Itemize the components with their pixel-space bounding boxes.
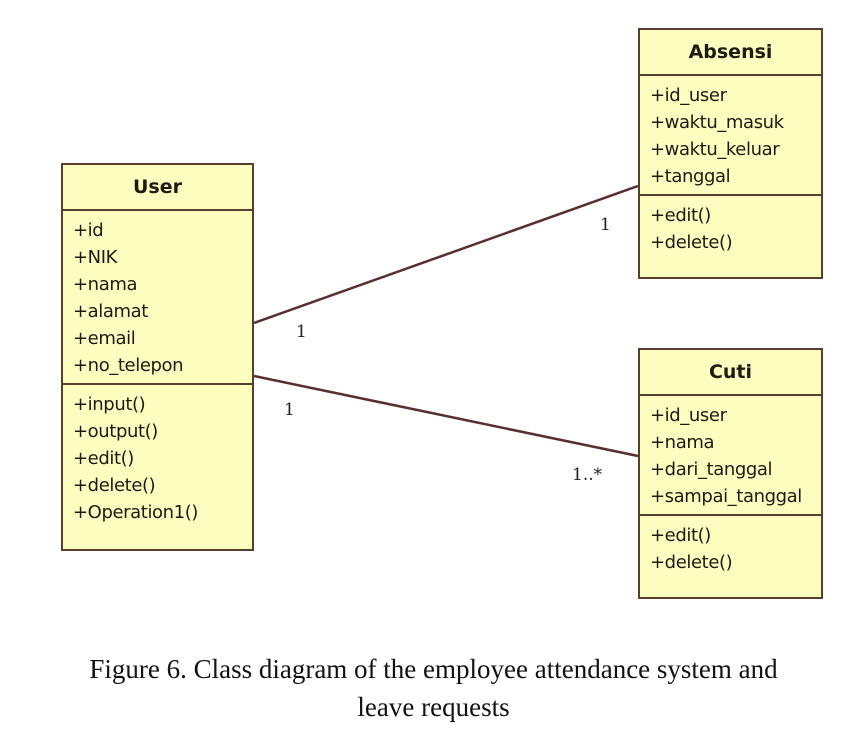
operation: +edit() <box>73 448 134 469</box>
operations-section: +input() +output() +edit() +delete() +Operat… <box>63 385 252 530</box>
operation: +delete() <box>650 232 733 253</box>
attribute: +no_telepon <box>73 355 184 376</box>
attribute: +dari_tanggal <box>650 459 773 480</box>
attribute: +alamat <box>73 301 148 322</box>
class-cuti[interactable]: Cuti +id_user +nama +dari_tanggal +sampai_t… <box>638 348 823 599</box>
caption-line-1: Figure 6. Class diagram of the employee … <box>89 654 778 684</box>
class-absensi[interactable]: Absensi +id_user +waktu_masuk +waktu_kelua… <box>638 28 823 279</box>
operation: +Operation1() <box>73 502 198 523</box>
operation: +edit() <box>650 525 711 546</box>
operation: +delete() <box>73 475 156 496</box>
multiplicity-user-absensi-from: 1 <box>296 322 307 342</box>
attributes-section: +id_user +nama +dari_tanggal +sampai_tangga… <box>640 396 821 516</box>
class-name: Cuti <box>640 350 821 396</box>
attribute: +id_user <box>650 405 727 426</box>
attribute: +id_user <box>650 85 727 106</box>
attribute: +waktu_keluar <box>650 139 780 160</box>
class-user[interactable]: User +id +NIK +nama +alamat +email +no_telepo… <box>61 163 254 551</box>
operation: +edit() <box>650 205 711 226</box>
attribute: +nama <box>650 432 715 453</box>
operations-section: +edit() +delete() <box>640 516 821 580</box>
attributes-section: +id +NIK +nama +alamat +email +no_telepon <box>63 211 252 385</box>
operation: +output() <box>73 421 158 442</box>
attribute: +sampai_tanggal <box>650 486 802 507</box>
attribute: +waktu_masuk <box>650 112 784 133</box>
attribute: +id <box>73 220 104 241</box>
attribute: +NIK <box>73 247 118 268</box>
attribute: +tanggal <box>650 166 731 187</box>
association-user-absensi <box>253 184 639 325</box>
operations-section: +edit() +delete() <box>640 196 821 260</box>
attributes-section: +id_user +waktu_masuk +waktu_keluar +tangga… <box>640 76 821 196</box>
operation: +input() <box>73 394 146 415</box>
attribute: +email <box>73 328 136 349</box>
operation: +delete() <box>650 552 733 573</box>
class-name: Absensi <box>640 30 821 76</box>
multiplicity-user-cuti-from: 1 <box>284 400 295 420</box>
figure-caption: Figure 6. Class diagram of the employee … <box>0 650 867 726</box>
multiplicity-user-cuti-to: 1..* <box>572 465 603 485</box>
attribute: +nama <box>73 274 138 295</box>
class-name: User <box>63 165 252 211</box>
multiplicity-user-absensi-to: 1 <box>600 215 611 235</box>
caption-line-2: leave requests <box>357 692 510 722</box>
association-user-cuti <box>253 374 639 458</box>
